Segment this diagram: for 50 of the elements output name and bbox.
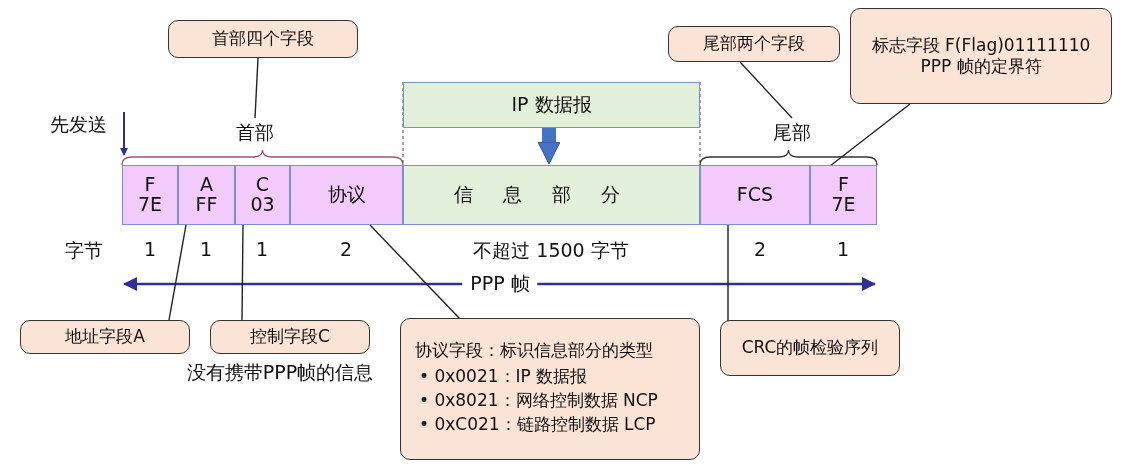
callout-bubble: [168, 20, 358, 58]
byte-count: 1: [255, 238, 269, 260]
callout-text: 标志字段 F(Flag)01111110 PPP 帧的定界符: [870, 34, 1092, 78]
frame-field: [290, 165, 403, 225]
field-label: 7E: [831, 195, 856, 215]
datagram-box: [403, 82, 700, 128]
frame-field: [178, 165, 235, 225]
field-label: F: [144, 175, 156, 195]
callout-text: 地址字段A: [65, 326, 145, 348]
callout-heading: 协议字段：标识信息部分的类型: [415, 339, 653, 361]
byte-count: 1: [836, 238, 850, 260]
callout-text: CRC的帧检验序列: [741, 337, 879, 359]
byte-count: 2: [753, 238, 767, 260]
frame-field: [810, 165, 877, 225]
callout-text: 首部四个字段: [212, 28, 314, 50]
frame-field: [122, 165, 178, 225]
list-item: • 0x8021：网络控制数据 NCP: [419, 390, 658, 412]
callout-bubble: [400, 318, 700, 460]
frame-field: [403, 165, 700, 225]
field-label: 7E: [137, 195, 163, 215]
byte-count: 1: [143, 238, 157, 260]
section-label: 尾部: [762, 118, 822, 148]
field-label: FF: [195, 195, 218, 215]
list-item: • 0xC021：链路控制数据 LCP: [419, 414, 657, 436]
callout-text: 控制字段C: [250, 326, 330, 348]
block-arrow: [537, 128, 561, 165]
field-label: 03: [250, 195, 275, 215]
byte-count: 1: [199, 238, 213, 260]
section-label: 首部: [225, 118, 285, 148]
list-item: • 0x0021：IP 数据报: [419, 365, 589, 387]
axis-label: 先发送: [49, 112, 107, 137]
field-label: A: [200, 175, 213, 195]
field-label: 协议: [327, 185, 366, 205]
callout-bubble: [210, 320, 370, 354]
callout-text: 尾部两个字段: [703, 33, 805, 55]
axis-label: 字节: [65, 238, 103, 263]
note-text: 没有携带PPP帧的信息: [186, 360, 374, 385]
frame-field: [235, 165, 290, 225]
box-label: IP 数据报: [511, 95, 592, 115]
byte-count: 不超过 1500 字节: [473, 238, 629, 263]
frame-field: [700, 165, 810, 225]
byte-count: 2: [339, 238, 353, 260]
callout-bubble: [668, 26, 840, 62]
field-label: FCS: [736, 185, 774, 205]
callout-bubble: [850, 8, 1112, 104]
field-label: F: [838, 175, 849, 195]
field-label: C: [255, 175, 270, 195]
callout-bubble: [20, 320, 190, 354]
field-label: 信息部分: [453, 185, 650, 205]
callout-bubble: [720, 320, 900, 376]
